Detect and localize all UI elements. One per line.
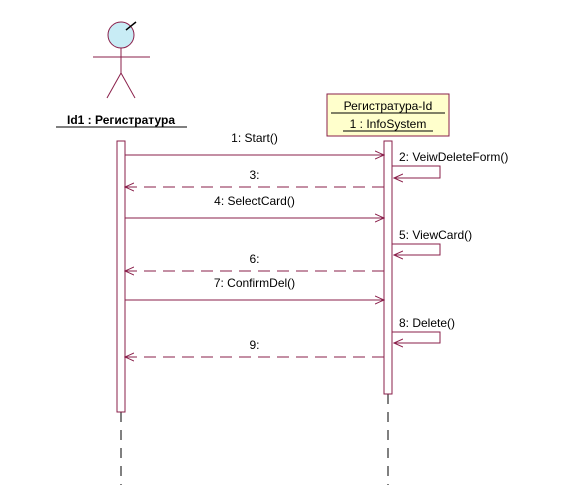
message-7-label: 7: ConfirmDel() <box>214 276 295 290</box>
actor-leg-left <box>106 72 122 99</box>
message-3[interactable]: 3: <box>125 168 384 187</box>
message-8-label: 8: Delete() <box>399 316 455 330</box>
actor-figure[interactable] <box>93 21 150 99</box>
message-4[interactable]: 4: SelectCard() <box>125 194 384 218</box>
message-6[interactable]: 6: <box>125 252 384 271</box>
message-9[interactable]: 9: <box>125 338 384 357</box>
message-2-label: 2: VeiwDeleteForm() <box>399 150 508 164</box>
messages-group: 1: Start() 2: VeiwDeleteForm() 3: 4: Select… <box>125 131 508 357</box>
actor-head-mark <box>125 21 137 31</box>
object-activation-bar[interactable] <box>383 140 393 395</box>
message-5-arrow <box>392 243 441 255</box>
message-7[interactable]: 7: ConfirmDel() <box>125 276 384 300</box>
actor-label: Id1 : Регистратура <box>67 113 175 127</box>
message-3-label: 3: <box>249 168 259 182</box>
actor-leg-right <box>120 72 136 99</box>
actor-activation-bar[interactable] <box>116 140 126 413</box>
object-box[interactable]: Регистратура-Id 1 : InfoSystem <box>326 93 450 137</box>
message-2-arrow <box>392 165 441 178</box>
message-1-label: 1: Start() <box>231 131 278 145</box>
message-6-label: 6: <box>249 252 259 266</box>
object-name-line2: 1 : InfoSystem <box>350 117 427 131</box>
message-4-label: 4: SelectCard() <box>214 194 295 208</box>
message-8[interactable]: 8: Delete() <box>392 316 455 343</box>
message-1[interactable]: 1: Start() <box>125 131 384 155</box>
message-5[interactable]: 5: ViewCard() <box>392 228 472 255</box>
message-2[interactable]: 2: VeiwDeleteForm() <box>392 150 508 178</box>
message-9-label: 9: <box>249 338 259 352</box>
message-5-label: 5: ViewCard() <box>399 228 472 242</box>
object-name-line1: Регистратура-Id <box>344 99 433 113</box>
object-box-rect <box>326 93 450 137</box>
message-8-arrow <box>392 331 441 343</box>
